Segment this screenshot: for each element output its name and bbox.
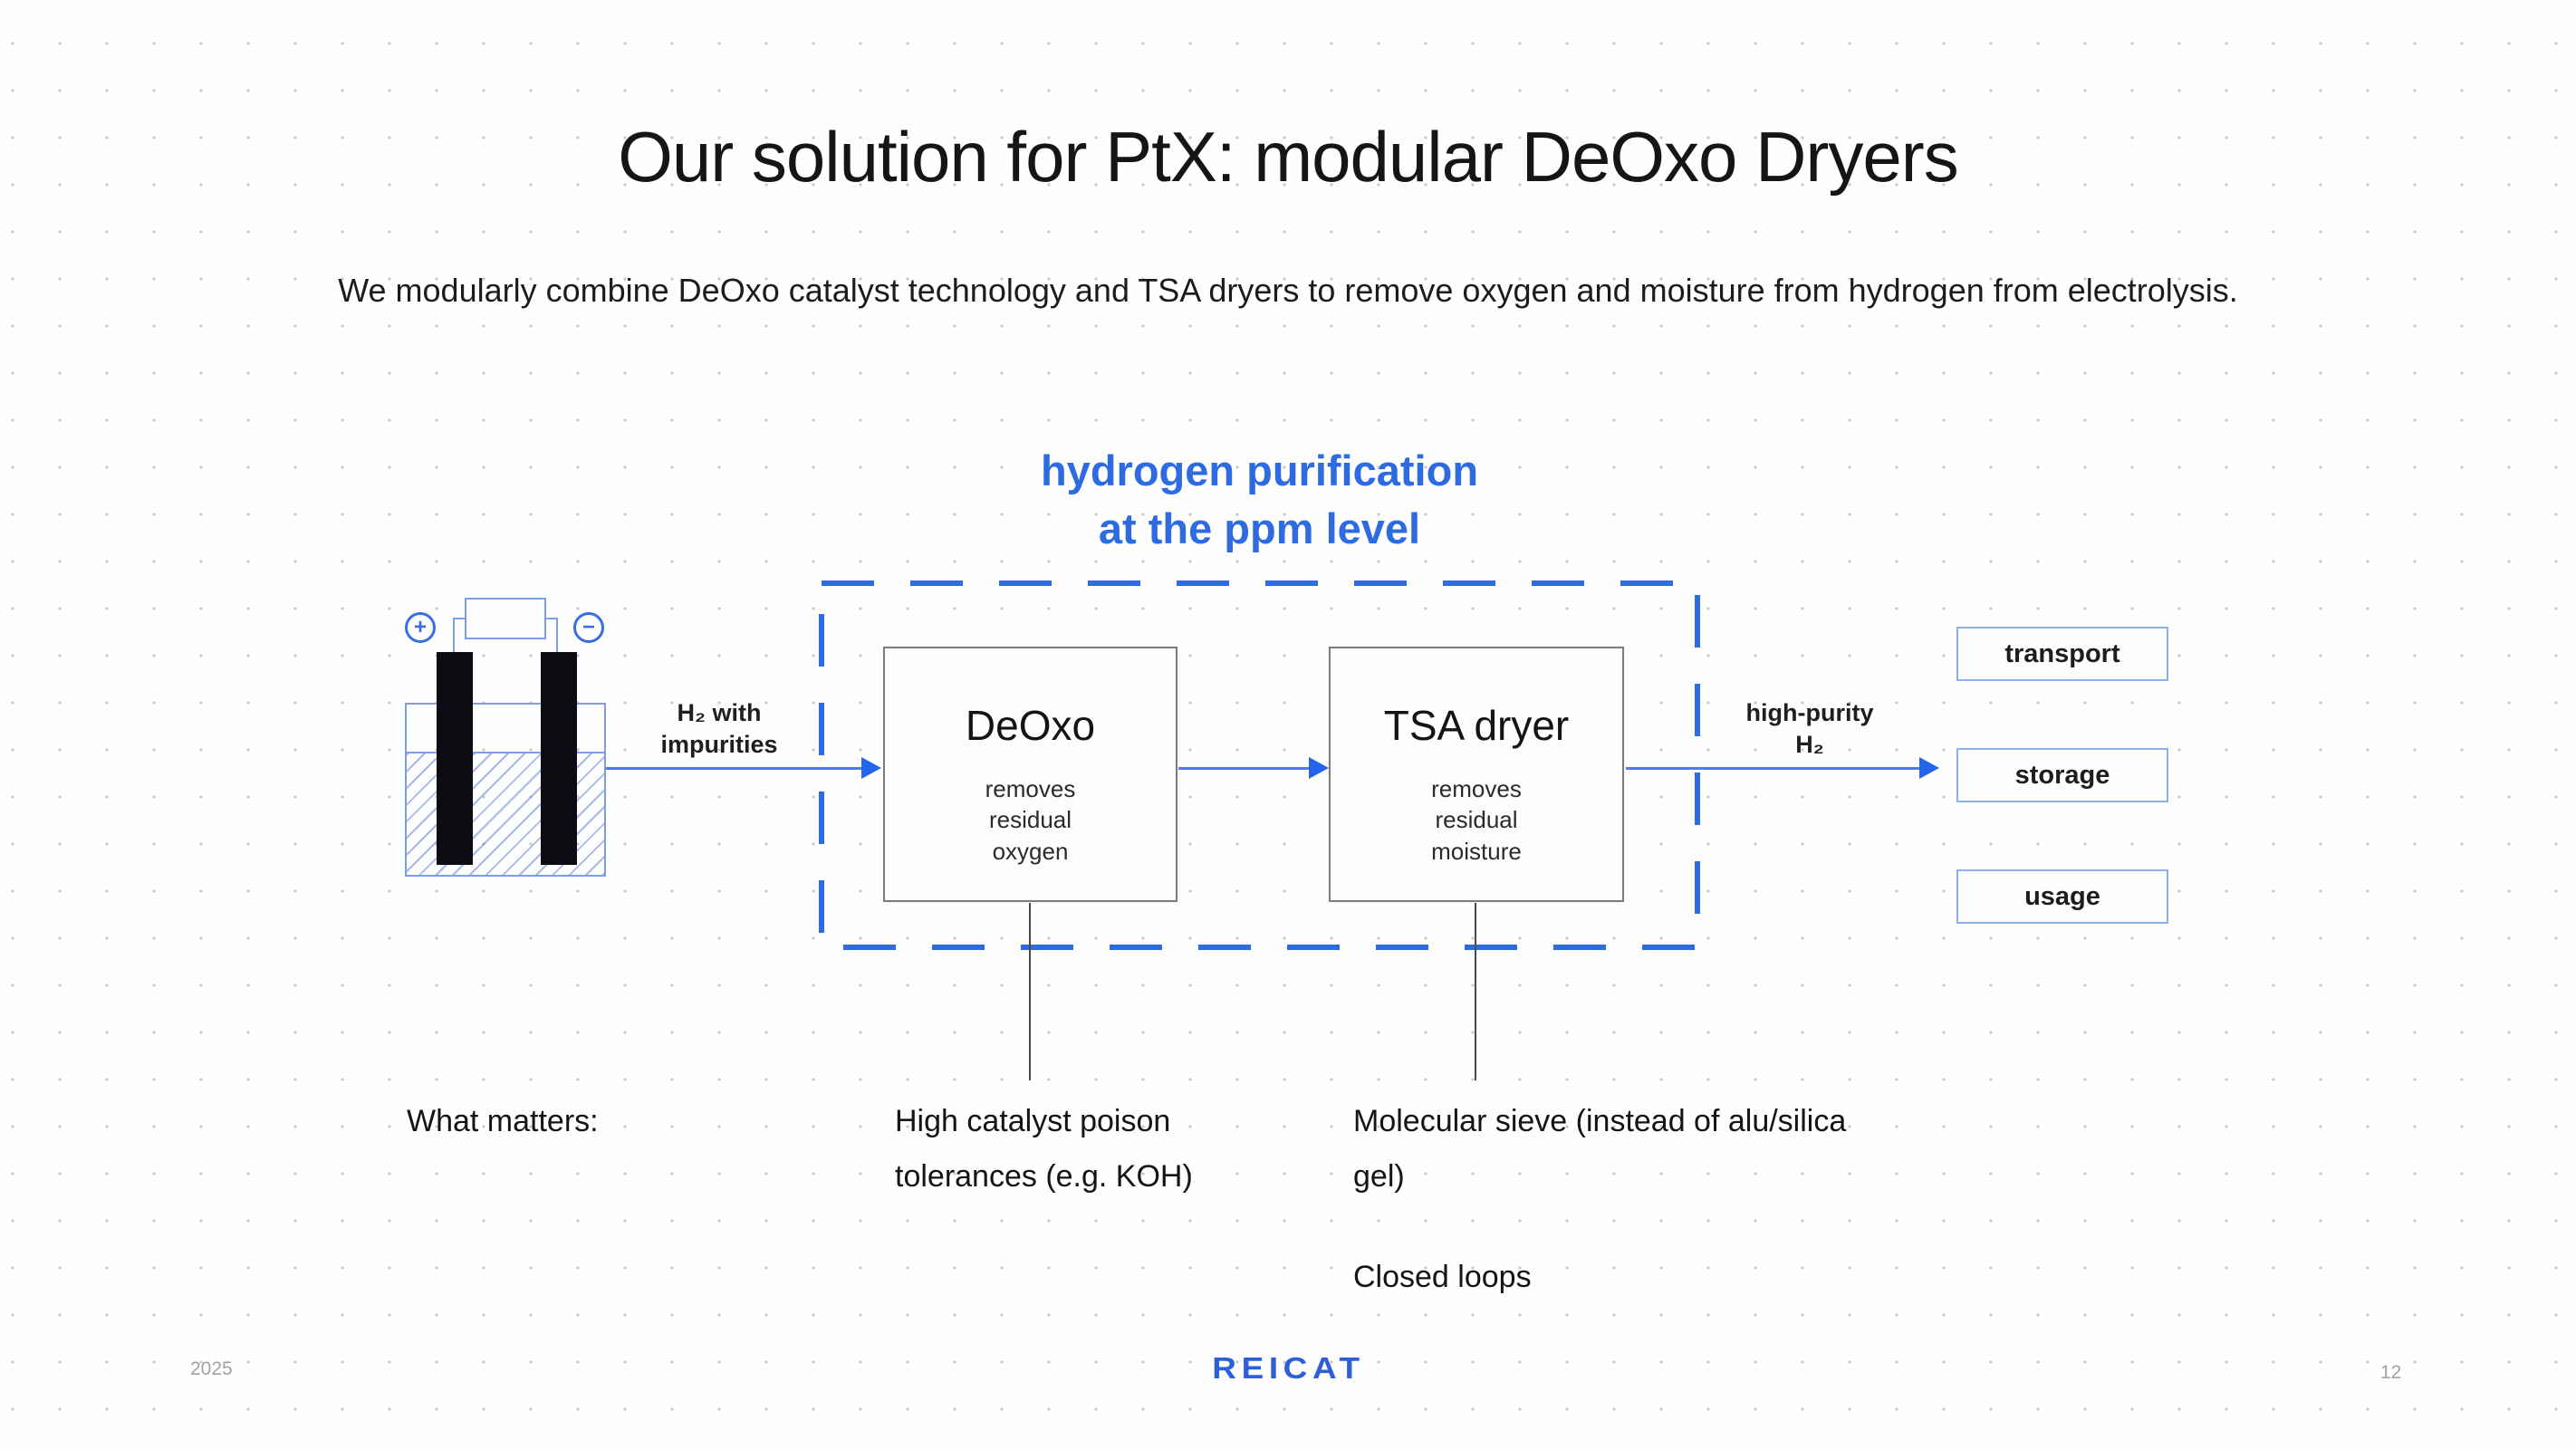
tsa-note-sieve: Molecular sieve (instead of alu/silica g… <box>1353 1104 1847 1195</box>
page-number: 12 <box>2380 1362 2402 1383</box>
output-stream-label: high-purity H₂ <box>1719 697 1900 761</box>
electrode-left-icon <box>437 652 473 865</box>
tsa-box-description: removes residual moisture <box>1431 775 1522 865</box>
tsa-box-title: TSA dryer <box>1383 702 1570 749</box>
flow-arrowhead-icon <box>1309 757 1329 779</box>
tsa-note-connector-line <box>1475 903 1476 1080</box>
deoxo-box: DeOxo removes residual oxygen <box>883 647 1177 902</box>
flow-arrowhead-icon <box>1919 757 1939 779</box>
output-label-line2: H₂ <box>1795 731 1824 759</box>
output-label-line1: high-purity <box>1745 699 1874 726</box>
purification-zone-heading: hydrogen purification at the ppm level <box>818 442 1701 558</box>
tsa-dryer-box: TSA dryer removes residual moisture <box>1329 647 1624 902</box>
flow-arrow-input <box>605 767 863 770</box>
notes-heading: What matters: <box>407 1104 599 1138</box>
deoxo-box-title: DeOxo <box>965 702 1096 749</box>
deoxo-note-connector-line <box>1029 903 1031 1080</box>
deoxo-note: High catalyst poison tolerances (e.g. KO… <box>895 1104 1193 1195</box>
input-label-line2: impurities <box>660 731 778 759</box>
power-source-icon <box>465 598 546 639</box>
purification-heading-line2: at the ppm level <box>1098 504 1421 552</box>
wire-left-icon <box>453 618 465 654</box>
tsa-note-closed-loops: Closed loops <box>1353 1260 1532 1294</box>
input-label-line1: H₂ with <box>677 699 762 726</box>
electrode-right-icon <box>541 652 577 865</box>
wire-right-icon <box>546 618 558 654</box>
flow-arrowhead-icon <box>861 757 881 779</box>
minus-terminal-icon: − <box>573 612 604 643</box>
deoxo-box-description: removes residual oxygen <box>985 775 1076 865</box>
page-title: Our solution for PtX: modular DeOxo Drye… <box>618 117 1959 197</box>
flow-arrow-output <box>1626 767 1921 770</box>
purification-heading-line1: hydrogen purification <box>1040 446 1479 494</box>
slide-subtitle: We modularly combine DeOxo catalyst tech… <box>338 272 2238 309</box>
input-stream-label: H₂ with impurities <box>629 697 810 761</box>
destination-box-transport: transport <box>1956 627 2168 681</box>
reicat-logo: REICAT <box>1212 1351 1365 1385</box>
destination-box-storage: storage <box>1956 748 2168 802</box>
flow-arrow-middle <box>1178 767 1311 770</box>
electrolysis-cell-icon: + − <box>399 589 616 888</box>
footer-year: 2025 <box>190 1358 233 1379</box>
plus-terminal-icon: + <box>405 612 436 643</box>
destination-box-usage: usage <box>1956 869 2168 924</box>
